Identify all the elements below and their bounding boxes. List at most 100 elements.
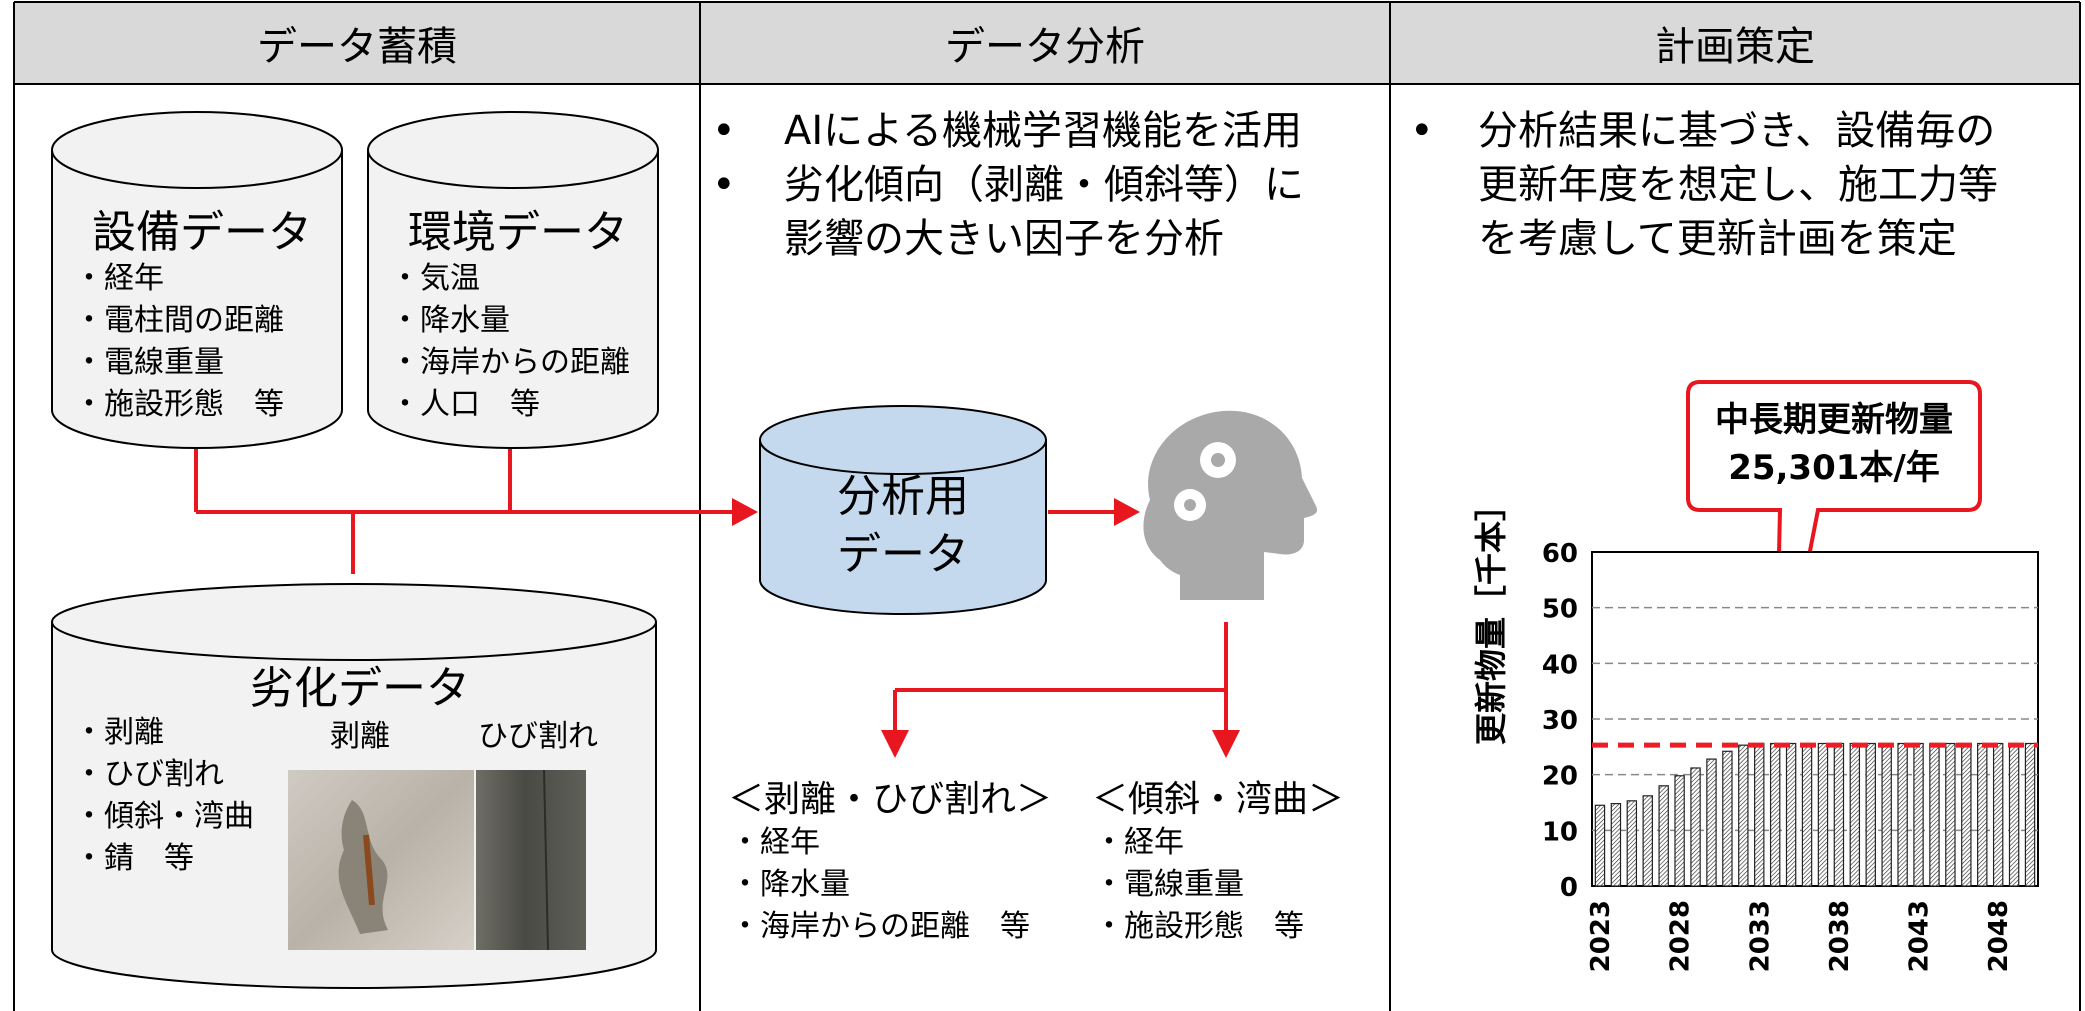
equipment-item: ・電柱間の距離 bbox=[74, 303, 284, 338]
environment-data-cylinder bbox=[367, 111, 659, 449]
chart-bar bbox=[1977, 742, 1988, 887]
arrow-heads bbox=[732, 498, 1240, 758]
degradation-item: ・傾斜・湾曲 bbox=[74, 799, 254, 834]
result-tilt-item: ・経年 bbox=[1094, 825, 1184, 860]
chart-bar bbox=[1690, 767, 1701, 887]
environment-item: ・降水量 bbox=[390, 303, 510, 338]
chart-bar bbox=[1642, 795, 1653, 887]
photo-label-crack: ひび割れ bbox=[478, 719, 598, 754]
result-tilt-item: ・電線重量 bbox=[1094, 867, 1244, 902]
chart-x-tick-label: 2023 bbox=[1586, 900, 1616, 972]
result-peeling-item: ・経年 bbox=[730, 825, 820, 860]
chart-bar bbox=[1738, 744, 1749, 887]
environment-item: ・海岸からの距離 bbox=[390, 345, 630, 380]
chart-bar bbox=[1785, 742, 1797, 887]
result-tilt-title: ＜傾斜・湾曲＞ bbox=[1092, 779, 1345, 820]
arrow-to-ai-head bbox=[1114, 498, 1140, 526]
equipment-data-title: 設備データ bbox=[92, 207, 312, 258]
result-peeling-item: ・海岸からの距離 等 bbox=[730, 909, 1030, 944]
planning-bullets: •分析結果に基づき、設備毎の 更新年度を想定し、施工力等 を考慮して更新計画を策… bbox=[1410, 104, 1998, 266]
table-frame bbox=[13, 1, 2081, 1011]
chart-bar bbox=[1833, 742, 1845, 887]
chart-bar bbox=[1929, 742, 1940, 887]
environment-data-items: ・気温 ・降水量 ・海岸からの距離 ・人口 等 bbox=[390, 258, 630, 426]
chart-bar bbox=[1849, 742, 1861, 887]
chart-bar bbox=[1769, 742, 1781, 887]
photo-crack bbox=[476, 769, 586, 951]
chart-bar bbox=[1801, 742, 1813, 887]
equipment-item: ・経年 bbox=[74, 261, 164, 296]
chart-bar bbox=[1817, 742, 1829, 887]
photo-label-peeling: 剥離 bbox=[330, 719, 390, 754]
result-peeling-items: ・経年 ・降水量 ・海岸からの距離 等 bbox=[730, 822, 1030, 948]
equipment-data-items: ・経年 ・電柱間の距離 ・電線重量 ・施設形態 等 bbox=[74, 258, 284, 426]
analysis-data-cylinder bbox=[759, 405, 1047, 615]
planning-bullet: •分析結果に基づき、設備毎の bbox=[1410, 108, 1996, 154]
callout-text: 中長期更新物量 25,301本/年 bbox=[1688, 396, 1980, 492]
ai-brain-head-icon bbox=[1143, 410, 1318, 600]
analysis-bullets: •AIによる機械学習機能を活用 •劣化傾向（剥離・傾斜等）に 影響の大きい因子を… bbox=[712, 104, 1304, 266]
header-planning: 計画策定 bbox=[1655, 24, 1815, 70]
analysis-db-label-line1: 分析用 bbox=[837, 471, 969, 522]
chart-bar bbox=[1881, 742, 1892, 887]
analysis-bullet: 影響の大きい因子を分析 bbox=[784, 216, 1224, 262]
chart-bar bbox=[1610, 803, 1622, 887]
chart-y-tick-label: 10 bbox=[1542, 817, 1578, 847]
chart-bar bbox=[1594, 804, 1606, 887]
chart-x-tick-label: 2038 bbox=[1825, 900, 1855, 972]
header-data-analysis: データ分析 bbox=[945, 24, 1145, 70]
planning-bullet: を考慮して更新計画を策定 bbox=[1478, 216, 1957, 262]
analysis-db-label-line2: データ bbox=[837, 529, 969, 580]
chart-bar bbox=[1722, 750, 1733, 887]
callout-line2: 25,301本/年 bbox=[1728, 448, 1940, 488]
chart-y-tick-label: 60 bbox=[1542, 539, 1578, 569]
environment-item: ・気温 bbox=[390, 261, 480, 296]
callout-line1: 中長期更新物量 bbox=[1715, 400, 1953, 440]
renewal-volume-chart: 0 10 20 30 40 50 60 2023 2028 2033 2038 2043 2048 bbox=[1542, 539, 2039, 972]
chart-bar bbox=[1754, 742, 1765, 887]
chart-bar bbox=[1913, 742, 1924, 887]
analysis-bullet: •AIによる機械学習機能を活用 bbox=[712, 108, 1302, 154]
chart-y-tick-label: 50 bbox=[1542, 595, 1578, 625]
degradation-item: ・ひび割れ bbox=[74, 757, 224, 792]
chart-bar bbox=[1961, 742, 1972, 887]
chart-y-tick-label: 0 bbox=[1560, 873, 1578, 903]
chart-x-tick-label: 2033 bbox=[1745, 900, 1775, 972]
chart-bar bbox=[1706, 758, 1717, 887]
header-row-bg bbox=[14, 2, 2080, 84]
chart-bar bbox=[1674, 775, 1685, 887]
result-tilt-items: ・経年 ・電線重量 ・施設形態 等 bbox=[1094, 822, 1304, 948]
chart-bar bbox=[1897, 742, 1908, 887]
equipment-data-cylinder bbox=[51, 111, 343, 449]
degradation-data-items: ・剥離 ・ひび割れ ・傾斜・湾曲 ・錆 等 bbox=[74, 712, 254, 880]
chart-x-tick-label: 2043 bbox=[1905, 900, 1935, 972]
equipment-item: ・電線重量 bbox=[74, 345, 224, 380]
photo-peeling bbox=[288, 770, 474, 950]
result-peeling-title: ＜剥離・ひび割れ＞ bbox=[728, 779, 1053, 820]
planning-bullet: 更新年度を想定し、施工力等 bbox=[1478, 162, 1998, 208]
chart-bar bbox=[1658, 785, 1669, 887]
chart-bar bbox=[1992, 742, 2004, 887]
arrow-to-left-result bbox=[881, 730, 909, 758]
header-data-accumulation: データ蓄積 bbox=[257, 24, 457, 70]
chart-bar bbox=[1945, 742, 1956, 887]
degradation-data-title: 劣化データ bbox=[250, 663, 470, 714]
arrow-to-right-result bbox=[1212, 730, 1240, 758]
arrow-to-analysis-db bbox=[732, 498, 758, 526]
chart-x-tick-label: 2028 bbox=[1666, 900, 1696, 972]
environment-item: ・人口 等 bbox=[390, 387, 540, 422]
chart-y-tick-label: 40 bbox=[1542, 650, 1578, 680]
equipment-item: ・施設形態 等 bbox=[74, 387, 284, 422]
analysis-db-label: 分析用 データ bbox=[760, 468, 1046, 584]
chart-bar bbox=[1865, 742, 1876, 887]
result-peeling-item: ・降水量 bbox=[730, 867, 850, 902]
chart-y-axis-label: 更新物量［千本］ bbox=[1472, 488, 1510, 745]
chart-y-tick-label: 30 bbox=[1542, 706, 1578, 736]
chart-x-tick-label: 2048 bbox=[1984, 900, 2014, 972]
degradation-item: ・錆 等 bbox=[74, 841, 194, 876]
chart-y-tick-label: 20 bbox=[1542, 762, 1578, 792]
analysis-bullet: •劣化傾向（剥離・傾斜等）に bbox=[712, 162, 1304, 208]
chart-bar bbox=[2024, 742, 2036, 887]
environment-data-title: 環境データ bbox=[408, 207, 628, 258]
